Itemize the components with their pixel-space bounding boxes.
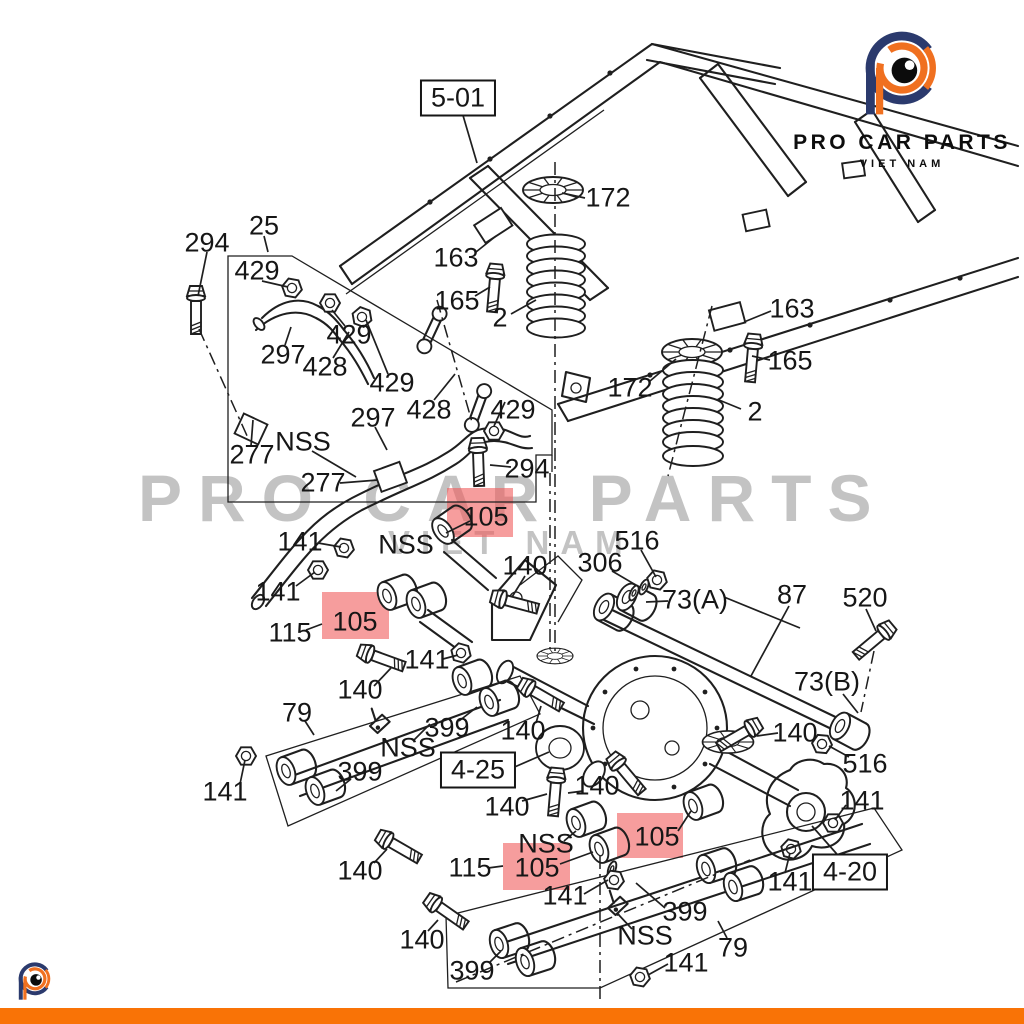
callout-294: 294 bbox=[504, 453, 550, 484]
callout-277: 277 bbox=[300, 467, 346, 498]
callout-141: 141 bbox=[277, 526, 323, 557]
callout-163: 163 bbox=[433, 242, 479, 273]
callout-nss: NSS bbox=[378, 529, 434, 560]
callout-428: 428 bbox=[302, 351, 348, 382]
callout-nss: NSS bbox=[617, 920, 673, 951]
callout-115: 115 bbox=[268, 617, 312, 648]
callout-nss: NSS bbox=[275, 426, 331, 457]
callout-105: 105 bbox=[332, 606, 378, 637]
upper-control-arm-front bbox=[426, 500, 498, 592]
spring-seat-left bbox=[522, 176, 584, 204]
callout-428: 428 bbox=[406, 394, 452, 425]
callout-425: 4-25 bbox=[439, 751, 517, 789]
callout-140: 140 bbox=[772, 717, 818, 748]
callout-2: 2 bbox=[747, 396, 763, 427]
callout-25: 25 bbox=[248, 210, 280, 241]
footer-logo bbox=[15, 959, 55, 1009]
callout-141: 141 bbox=[839, 785, 885, 816]
callout-2: 2 bbox=[492, 302, 508, 333]
callout-165: 165 bbox=[767, 345, 813, 376]
callout-140: 140 bbox=[502, 550, 548, 581]
callout-516: 516 bbox=[842, 748, 888, 779]
bump-stop-bracket-left bbox=[472, 206, 514, 245]
coil-spring-right bbox=[662, 359, 724, 467]
callout-79: 79 bbox=[281, 697, 313, 728]
callout-105: 105 bbox=[634, 821, 680, 852]
callout-73b: 73(B) bbox=[793, 666, 861, 697]
callout-79: 79 bbox=[717, 932, 749, 963]
callout-140: 140 bbox=[399, 924, 445, 955]
callout-306: 306 bbox=[577, 547, 623, 578]
callout-163: 163 bbox=[769, 293, 815, 324]
callout-172: 172 bbox=[585, 182, 631, 213]
callout-87: 87 bbox=[776, 579, 808, 610]
callout-105: 105 bbox=[463, 501, 509, 532]
trailing-arm-left-group bbox=[265, 655, 541, 827]
callout-140: 140 bbox=[574, 770, 620, 801]
callout-399: 399 bbox=[337, 756, 383, 787]
lateral-rod bbox=[588, 568, 900, 755]
brand-subtitle: VIET NAM bbox=[859, 158, 945, 170]
construction-lines bbox=[198, 162, 875, 1002]
leader-lines bbox=[197, 111, 877, 976]
highlight-box bbox=[322, 592, 389, 639]
callout-73a: 73(A) bbox=[661, 584, 729, 615]
trailing-arm-bottom-group bbox=[445, 807, 903, 989]
callout-297: 297 bbox=[350, 402, 396, 433]
brand-logo: PRO CAR PARTS VIET NAM bbox=[788, 24, 1016, 170]
callout-115: 115 bbox=[448, 852, 492, 883]
rear-knuckle bbox=[761, 758, 856, 861]
callout-105: 105 bbox=[514, 852, 560, 883]
callout-165: 165 bbox=[434, 285, 480, 316]
callout-399: 399 bbox=[662, 896, 708, 927]
callout-141: 141 bbox=[767, 866, 813, 897]
callout-140: 140 bbox=[484, 791, 530, 822]
callout-141: 141 bbox=[663, 947, 709, 978]
callout-420: 4-20 bbox=[811, 853, 889, 891]
callout-399: 399 bbox=[449, 955, 495, 986]
callout-297: 297 bbox=[260, 339, 306, 370]
callout-141: 141 bbox=[404, 644, 450, 675]
callout-429: 429 bbox=[234, 255, 280, 286]
callout-399: 399 bbox=[424, 712, 470, 743]
callout-nss: NSS bbox=[518, 828, 574, 859]
upper-control-arm-rear bbox=[373, 570, 474, 656]
bump-stop-bracket-right bbox=[707, 301, 747, 332]
callout-140: 140 bbox=[337, 855, 383, 886]
callout-429: 429 bbox=[490, 394, 536, 425]
coil-spring-left bbox=[526, 233, 586, 339]
callout-429: 429 bbox=[369, 367, 415, 398]
chassis-frame bbox=[338, 42, 1020, 423]
callout-141: 141 bbox=[542, 880, 588, 911]
highlight-box bbox=[447, 488, 513, 537]
footer-logo-mark bbox=[18, 962, 51, 1000]
highlight-box bbox=[503, 843, 570, 890]
brand-name: PRO CAR PARTS bbox=[793, 131, 1011, 154]
callout-140: 140 bbox=[337, 674, 383, 705]
callout-172: 172 bbox=[607, 372, 653, 403]
footer-accent-bar bbox=[0, 1008, 1024, 1024]
callout-520: 520 bbox=[842, 582, 888, 613]
callout-277: 277 bbox=[229, 439, 275, 470]
callout-140: 140 bbox=[500, 715, 546, 746]
callout-516: 516 bbox=[614, 525, 660, 556]
callout-429: 429 bbox=[326, 319, 372, 350]
callout-501: 5-01 bbox=[419, 79, 497, 117]
callout-294: 294 bbox=[184, 227, 230, 258]
callout-nss: NSS bbox=[380, 732, 436, 763]
callout-141: 141 bbox=[202, 776, 248, 807]
brand-logo-mark bbox=[865, 31, 936, 115]
callout-141: 141 bbox=[255, 576, 301, 607]
